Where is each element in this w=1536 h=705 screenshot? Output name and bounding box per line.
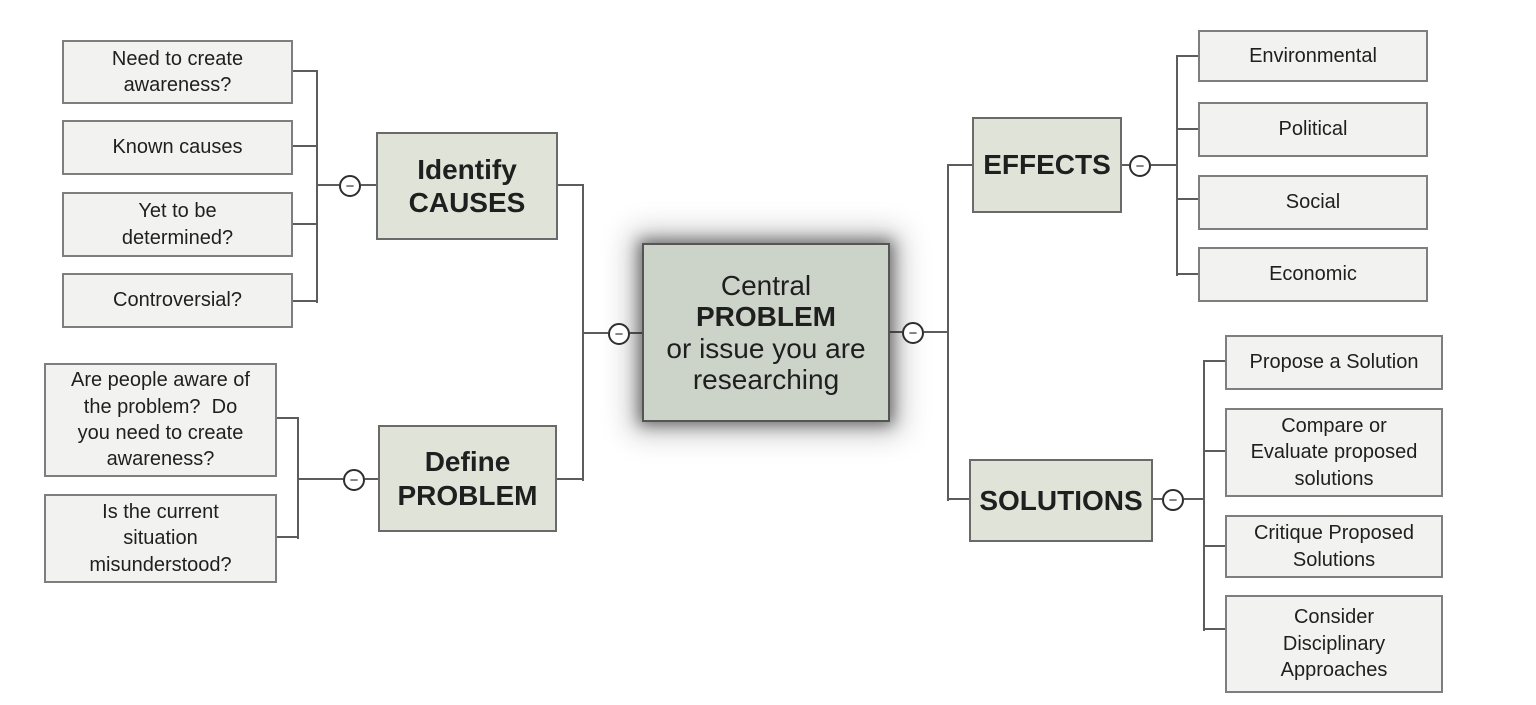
connector (1204, 545, 1225, 547)
connector (583, 332, 608, 334)
connector (1153, 498, 1162, 500)
leaf-known-causes[interactable]: Known causes (62, 120, 293, 175)
connector (1203, 360, 1205, 631)
leaf-consider-disciplinary-approaches[interactable]: Consider Disciplinary Approaches (1225, 595, 1443, 693)
connector (948, 498, 969, 500)
connector (557, 478, 582, 480)
connector (365, 478, 378, 480)
central-title-main: PROBLEM (696, 301, 836, 333)
leaf-propose-solution[interactable]: Propose a Solution (1225, 335, 1443, 390)
connector (1177, 55, 1198, 57)
topic-solutions[interactable]: SOLUTIONS (969, 459, 1153, 542)
leaf-need-create-awareness[interactable]: Need to create awareness? (62, 40, 293, 104)
connector (293, 70, 317, 72)
collapse-toggle-problem-icon[interactable]: − (343, 469, 365, 491)
topic-effects[interactable]: EFFECTS (972, 117, 1122, 213)
connector (1204, 450, 1225, 452)
connector (293, 145, 317, 147)
leaf-political[interactable]: Political (1198, 102, 1428, 157)
connector (1204, 360, 1225, 362)
leaf-environmental[interactable]: Environmental (1198, 30, 1428, 82)
central-title-top: Central (720, 269, 812, 301)
collapse-toggle-central-left-icon[interactable]: − (608, 323, 630, 345)
collapse-toggle-central-right-icon[interactable]: − (902, 322, 924, 344)
connector (277, 536, 298, 538)
connector (298, 478, 343, 480)
collapse-toggle-effects-icon[interactable]: − (1129, 155, 1151, 177)
leaf-current-situation-misunderstood[interactable]: Is the current situation misunderstood? (44, 494, 277, 583)
leaf-social[interactable]: Social (1198, 175, 1428, 230)
connector (1122, 164, 1129, 166)
leaf-economic[interactable]: Economic (1198, 247, 1428, 302)
leaf-critique-proposed-solutions[interactable]: Critique Proposed Solutions (1225, 515, 1443, 578)
collapse-toggle-causes-icon[interactable]: − (339, 175, 361, 197)
connector (361, 184, 376, 186)
connector (293, 300, 317, 302)
connector (277, 417, 298, 419)
connector (1151, 164, 1177, 166)
leaf-compare-evaluate-solutions[interactable]: Compare or Evaluate proposed solutions (1225, 408, 1443, 497)
connector (293, 223, 317, 225)
collapse-toggle-solutions-icon[interactable]: − (1162, 489, 1184, 511)
connector (1176, 55, 1178, 276)
topic-define-problem[interactable]: Define PROBLEM (378, 425, 557, 532)
leaf-are-people-aware[interactable]: Are people aware of the problem? Do you … (44, 363, 277, 477)
leaf-yet-to-be-determined[interactable]: Yet to be determined? (62, 192, 293, 257)
connector (1177, 198, 1198, 200)
connector (924, 331, 948, 333)
connector (1177, 128, 1198, 130)
connector (630, 332, 642, 334)
connector (948, 164, 972, 166)
connector (1204, 628, 1225, 630)
connector (316, 70, 318, 303)
connector (558, 184, 583, 186)
central-problem-node[interactable]: Central PROBLEM or issue you are researc… (642, 243, 890, 422)
connector (890, 331, 902, 333)
central-subtitle: or issue you are researching (666, 332, 866, 395)
connector (317, 184, 339, 186)
leaf-controversial[interactable]: Controversial? (62, 273, 293, 328)
connector (1177, 273, 1198, 275)
connector (1184, 498, 1204, 500)
topic-identify-causes[interactable]: Identify CAUSES (376, 132, 558, 240)
connector (947, 164, 949, 501)
